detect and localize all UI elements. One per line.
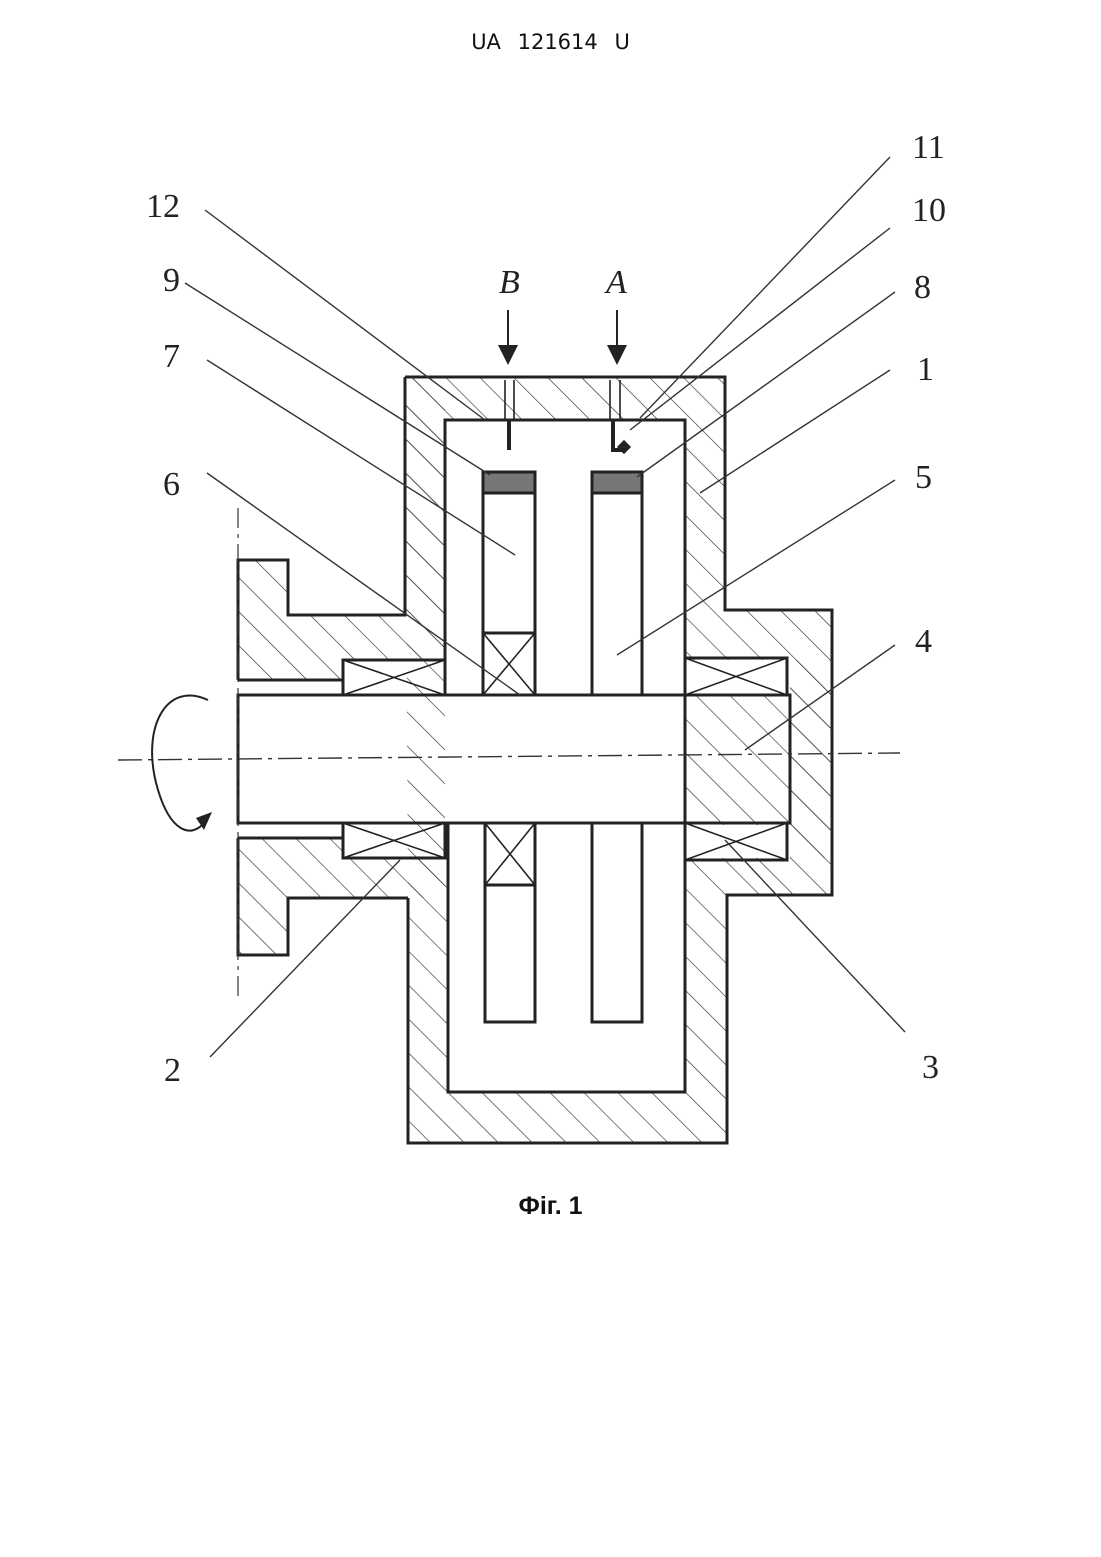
electrode-disc-lower [592,823,642,1022]
label-8: 8 [914,269,931,306]
electrode-disc-upper [592,493,642,695]
contact-pad-8 [592,472,642,493]
label-5: 5 [915,459,932,496]
rotor-disc-lower [485,885,535,1022]
bearing-right-upper [685,658,787,695]
rotor-disc-upper [483,493,535,633]
contact-pad-9 [483,472,535,493]
end-cover [238,377,445,680]
label-2: 2 [164,1052,181,1089]
figure-caption: Фіг. 1 [0,1192,1101,1221]
label-12: 12 [146,188,180,225]
label-10: 10 [912,192,946,229]
leader-lines [185,157,905,1057]
label-flow-a: A [604,264,627,301]
housing-right-face [790,660,832,858]
label-6: 6 [163,466,180,503]
insulator-upper [483,633,535,695]
rotation-arrow [152,696,208,831]
label-3: 3 [922,1049,939,1086]
bearing-right-lower [685,823,787,860]
label-7: 7 [163,338,180,375]
label-4: 4 [915,623,932,660]
label-1: 1 [917,351,934,388]
label-9: 9 [163,262,180,299]
label-flow-b: B [499,264,520,301]
label-11: 11 [912,129,945,166]
insulator-lower [485,823,535,885]
